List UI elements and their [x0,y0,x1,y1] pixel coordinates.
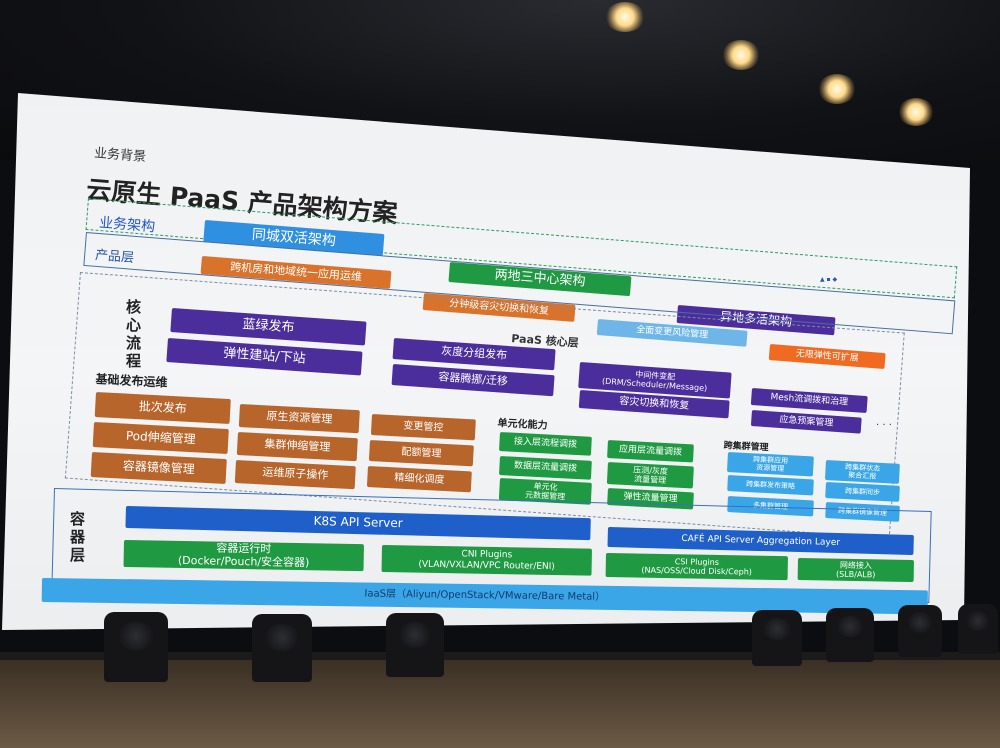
stage-monitor-speaker [898,605,942,657]
logo-icon: ▲ ▪ ◆ [820,276,838,283]
core-flow-label: 核心流程 [126,298,142,370]
stage-monitor-speaker [826,608,874,662]
cni-plugins: CNI Plugins (VLAN/VXLAN/VPC Router/ENI) [381,545,592,576]
stage-monitor-speaker [386,613,444,677]
stage-monitor-speaker [958,604,998,654]
stage-monitor-speaker [104,612,168,682]
paas-core-ellipsis: · · · [876,420,892,431]
container-runtime: 容器运行时 (Docker/Pouch/安全容器) [123,540,364,572]
ceiling-light [818,74,856,104]
unitization-item: 压测/灰度 流量管理 [606,462,694,489]
csi-plugins: CSI Plugins (NAS/OSS/Cloud Disk/Ceph) [605,553,788,581]
section-label: 业务背景 [93,145,147,166]
container-layer-label: 容器层 [70,510,86,564]
ceiling-light [898,98,934,126]
product-layer-label: 产品层 [94,247,135,267]
network-access: 网络接入 (SLB/ALB) [797,558,914,583]
cross-cluster-item: 跨集群状态 聚合汇报 [824,460,900,484]
ceiling-light [722,40,760,70]
cross-cluster-label: 跨集群管理 [723,440,769,454]
stage-monitor-speaker [752,610,802,666]
unitization-label: 单元化能力 [497,417,548,432]
stage-monitor-speaker [252,614,312,682]
sponsor-logos: ▲ ▪ ◆ [820,276,837,283]
ceiling-light [605,2,645,32]
